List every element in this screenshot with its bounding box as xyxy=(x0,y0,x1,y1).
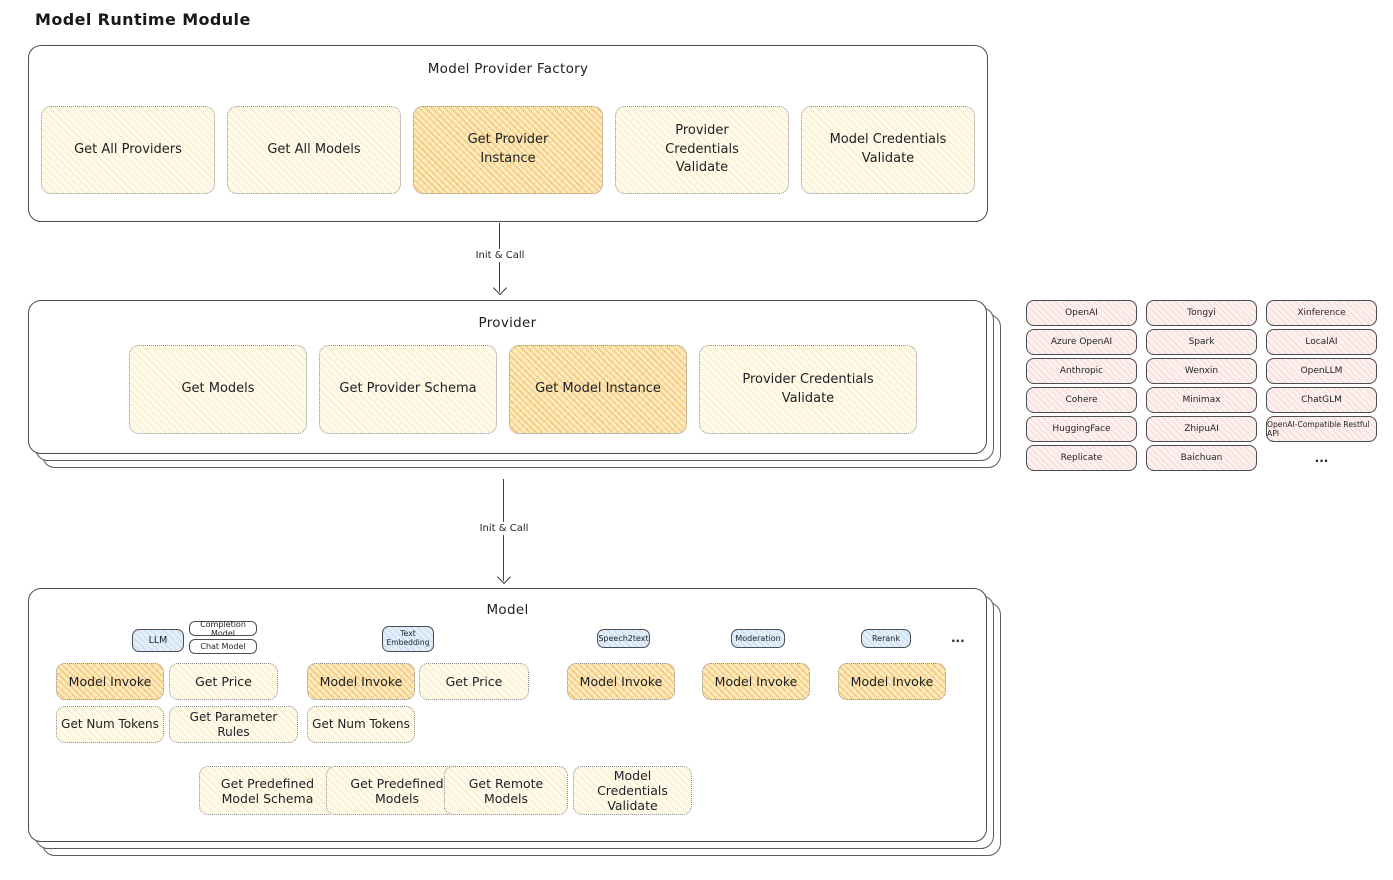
provider-pill-minimax: Minimax xyxy=(1146,387,1257,413)
card-llm-get-price: Get Price xyxy=(169,663,278,700)
tag-completion-model: Completion Model xyxy=(189,620,257,638)
tag-rerank: Rerank xyxy=(861,629,911,648)
model-box: Model LLM Completion Model Chat Model Te… xyxy=(28,588,987,842)
factory-box: Model Provider Factory Get All Providers… xyxy=(28,45,988,222)
card-llm-get-num-tokens: Get Num Tokens xyxy=(56,706,164,743)
card-get-provider-schema: Get Provider Schema xyxy=(319,345,497,434)
model-tags-ellipsis: ... xyxy=(951,631,965,645)
card-embedding-model-invoke: Model Invoke xyxy=(307,663,415,700)
provider-pill-spark: Spark xyxy=(1146,329,1257,355)
card-get-remote-models: Get Remote Models xyxy=(444,766,568,815)
provider-pill-huggingface: HuggingFace xyxy=(1026,416,1137,442)
provider-list-grid: OpenAI Tongyi Xinference Azure OpenAI Sp… xyxy=(1026,300,1377,471)
card-rerank-model-invoke: Model Invoke xyxy=(838,663,946,700)
provider-pill-localai: LocalAI xyxy=(1266,329,1377,355)
card-embedding-get-price: Get Price xyxy=(419,663,529,700)
card-model-credentials-validate-2: Model Credentials Validate xyxy=(573,766,692,815)
card-speech2text-model-invoke: Model Invoke xyxy=(567,663,675,700)
tag-moderation: Moderation xyxy=(731,629,785,648)
provider-pill-cohere: Cohere xyxy=(1026,387,1137,413)
provider-pill-replicate: Replicate xyxy=(1026,445,1137,471)
provider-pill-baichuan: Baichuan xyxy=(1146,445,1257,471)
card-get-predefined-model-schema: Get Predefined Model Schema xyxy=(199,766,336,815)
provider-pill-chatglm: ChatGLM xyxy=(1266,387,1377,413)
provider-cards-row: Get Models Get Provider Schema Get Model… xyxy=(129,345,917,434)
factory-cards-row: Get All Providers Get All Models Get Pro… xyxy=(41,106,975,194)
card-embedding-get-num-tokens: Get Num Tokens xyxy=(307,706,415,743)
provider-pill-wenxin: Wenxin xyxy=(1146,358,1257,384)
card-get-model-instance: Get Model Instance xyxy=(509,345,687,434)
provider-pill-openai-compatible: OpenAI-Compatible Restful API xyxy=(1266,416,1377,442)
tag-chat-model: Chat Model xyxy=(189,639,257,654)
provider-pill-anthropic: Anthropic xyxy=(1026,358,1137,384)
provider-box: Provider Get Models Get Provider Schema … xyxy=(28,300,987,454)
provider-title: Provider xyxy=(478,315,537,331)
card-llm-get-parameter-rules: Get Parameter Rules xyxy=(169,706,298,743)
provider-pill-xinference: Xinference xyxy=(1266,300,1377,326)
tag-llm: LLM xyxy=(132,629,184,652)
card-model-credentials-validate: Model Credentials Validate xyxy=(801,106,975,194)
provider-pill-zhipuai: ZhipuAI xyxy=(1146,416,1257,442)
provider-pill-azure-openai: Azure OpenAI xyxy=(1026,329,1137,355)
page-title: Model Runtime Module xyxy=(35,10,251,29)
card-moderation-model-invoke: Model Invoke xyxy=(702,663,810,700)
factory-title: Model Provider Factory xyxy=(427,61,589,77)
tag-speech2text: Speech2text xyxy=(597,629,650,648)
card-get-all-models: Get All Models xyxy=(227,106,401,194)
arrow-label-init-call-2: Init & Call xyxy=(474,522,534,535)
model-title: Model xyxy=(486,602,529,618)
card-get-all-providers: Get All Providers xyxy=(41,106,215,194)
arrow-label-init-call-1: Init & Call xyxy=(470,249,530,262)
provider-list-ellipsis: ... xyxy=(1314,451,1329,465)
card-llm-model-invoke: Model Invoke xyxy=(56,663,164,700)
tag-text-embedding: Text Embedding xyxy=(382,626,434,652)
provider-pill-openai: OpenAI xyxy=(1026,300,1137,326)
card-provider-credentials-validate: Provider Credentials Validate xyxy=(615,106,789,194)
card-provider-credentials-validate-2: Provider Credentials Validate xyxy=(699,345,917,434)
card-get-models: Get Models xyxy=(129,345,307,434)
provider-pill-openllm: OpenLLM xyxy=(1266,358,1377,384)
card-get-provider-instance: Get Provider Instance xyxy=(413,106,603,194)
provider-pill-tongyi: Tongyi xyxy=(1146,300,1257,326)
